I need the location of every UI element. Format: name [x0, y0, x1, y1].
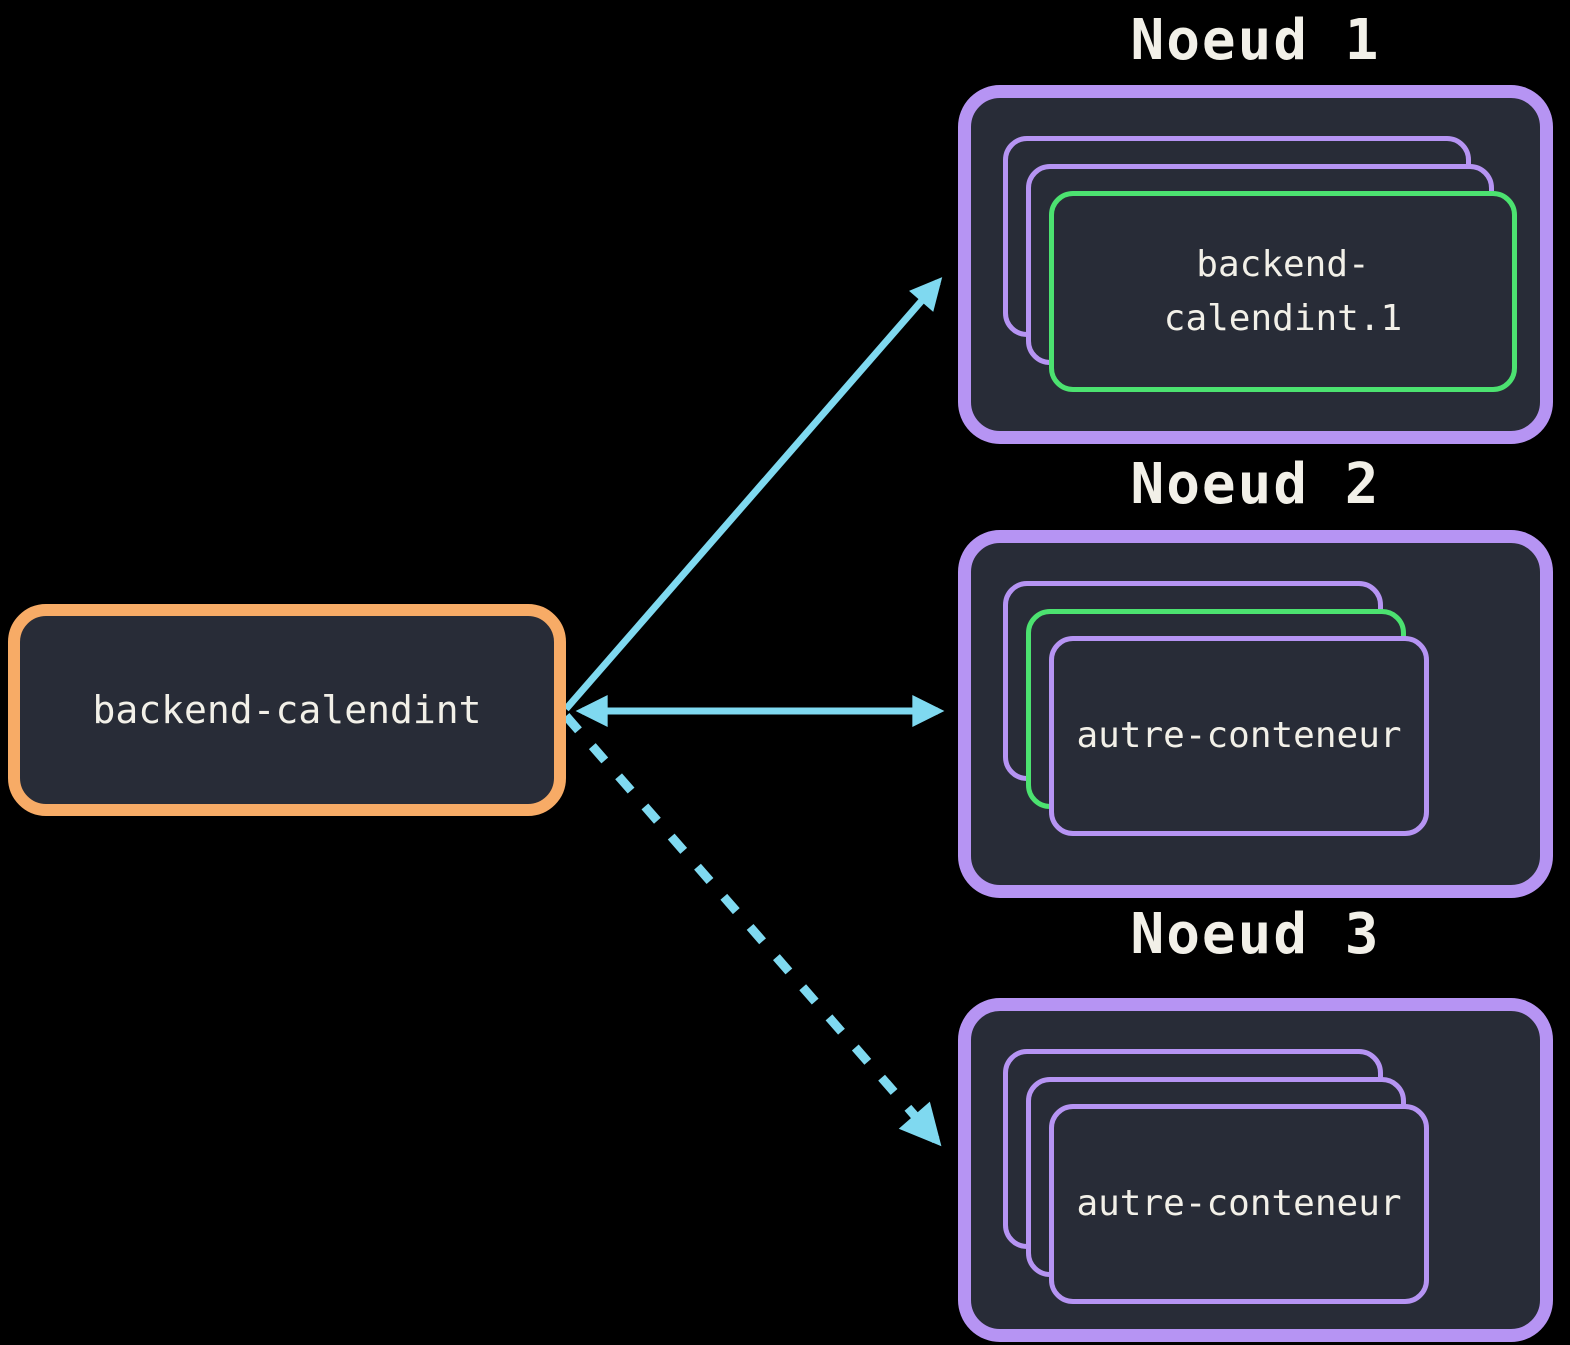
service-label: backend-calendint: [92, 688, 482, 732]
container-card-autre-conteneur: autre-conteneur: [1049, 1104, 1429, 1304]
node-title-noeud-3: Noeud 3: [1130, 902, 1381, 967]
edge-to-noeud-1-arrow: [563, 277, 943, 712]
container-label: autre-conteneur: [1076, 715, 1402, 756]
node-box-noeud-1: backend- calendint.1: [958, 85, 1553, 444]
node-box-noeud-3: autre-conteneur: [958, 998, 1553, 1342]
node-title-noeud-1: Noeud 1: [1130, 8, 1381, 73]
container-label: backend- calendint.1: [1163, 243, 1403, 339]
edge-to-noeud-3-arrow-dashed: [562, 713, 942, 1147]
container-card-autre-conteneur: autre-conteneur: [1049, 636, 1429, 836]
service-box-backend-calendint: backend-calendint: [8, 604, 566, 816]
container-card-backend-calendint-1: backend- calendint.1: [1049, 191, 1517, 392]
container-label: autre-conteneur: [1076, 1183, 1402, 1224]
node-title-noeud-2: Noeud 2: [1130, 452, 1381, 517]
node-box-noeud-2: autre-conteneur: [958, 530, 1553, 898]
